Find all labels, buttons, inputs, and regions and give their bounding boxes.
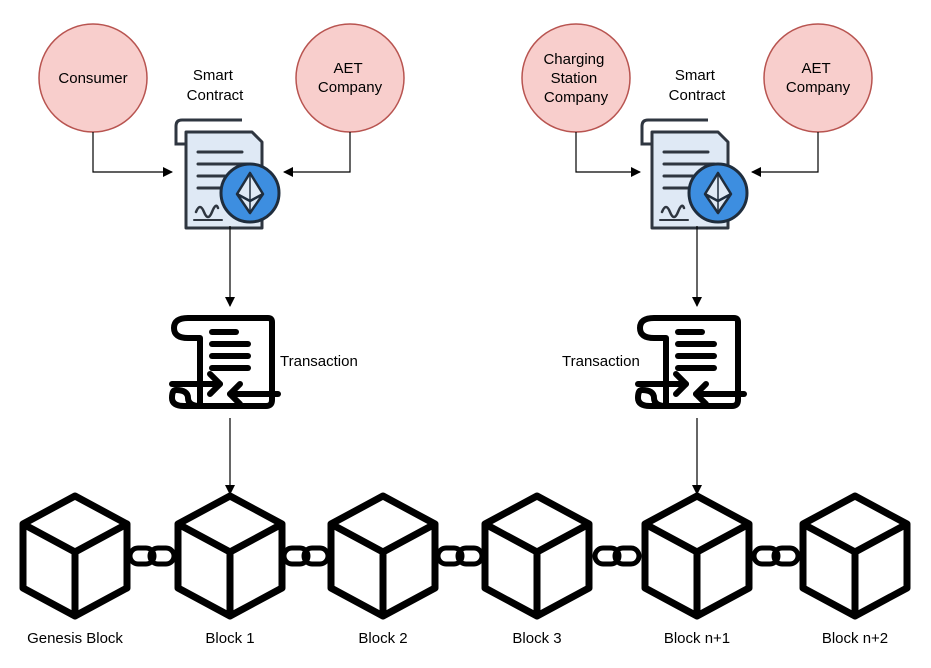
smart-contract-label-2: Smart Contract [669,67,727,104]
chain-link-icon [284,548,328,564]
transaction-scroll-icon [638,318,744,406]
arrow-consumer-to-contract [92,132,173,177]
ethereum-icon [219,162,281,224]
contract-group-1: Consumer AET Company Smart Contract Tran… [38,23,405,495]
block-label-n2: Block n+2 [822,630,888,647]
transaction-label-2: Transaction [562,353,640,370]
party-aet-company-2 [763,23,873,133]
contract-group-2: Charging Station Company AET Company Sma… [521,23,873,495]
chain-link-icon [595,548,639,564]
blockchain: Genesis Block Block 1 Block 2 Block 3 Bl… [23,496,907,647]
block-label-n1: Block n+1 [664,630,730,647]
chain-link-icon [130,548,174,564]
transaction-scroll-icon [172,318,278,406]
cube-icon [645,496,749,616]
cube-icon [23,496,127,616]
arrow-charging-to-contract [575,132,641,177]
block-label-genesis: Genesis Block [27,630,123,647]
party-aet-company-2-label: AET Company [786,60,851,96]
party-consumer-label: Consumer [58,70,127,87]
arrow-aet-to-contract-2 [751,132,819,177]
party-aet-company-1-label: AET Company [318,60,383,96]
cube-icon [331,496,435,616]
block-label-2: Block 2 [358,630,407,647]
block-label-1: Block 1 [205,630,254,647]
cube-icon [485,496,589,616]
chain-link-icon [438,548,482,564]
block-label-3: Block 3 [512,630,561,647]
transaction-label-1: Transaction [280,353,358,370]
smart-contract-label-1: Smart Contract [187,67,245,104]
party-aet-company-1 [295,23,405,133]
ethereum-icon [687,162,749,224]
arrow-aet-to-contract-1 [283,132,351,177]
party-charging-station-label: Charging Station Company [543,51,608,106]
cube-icon [803,496,907,616]
cube-icon [178,496,282,616]
chain-link-icon [754,548,798,564]
